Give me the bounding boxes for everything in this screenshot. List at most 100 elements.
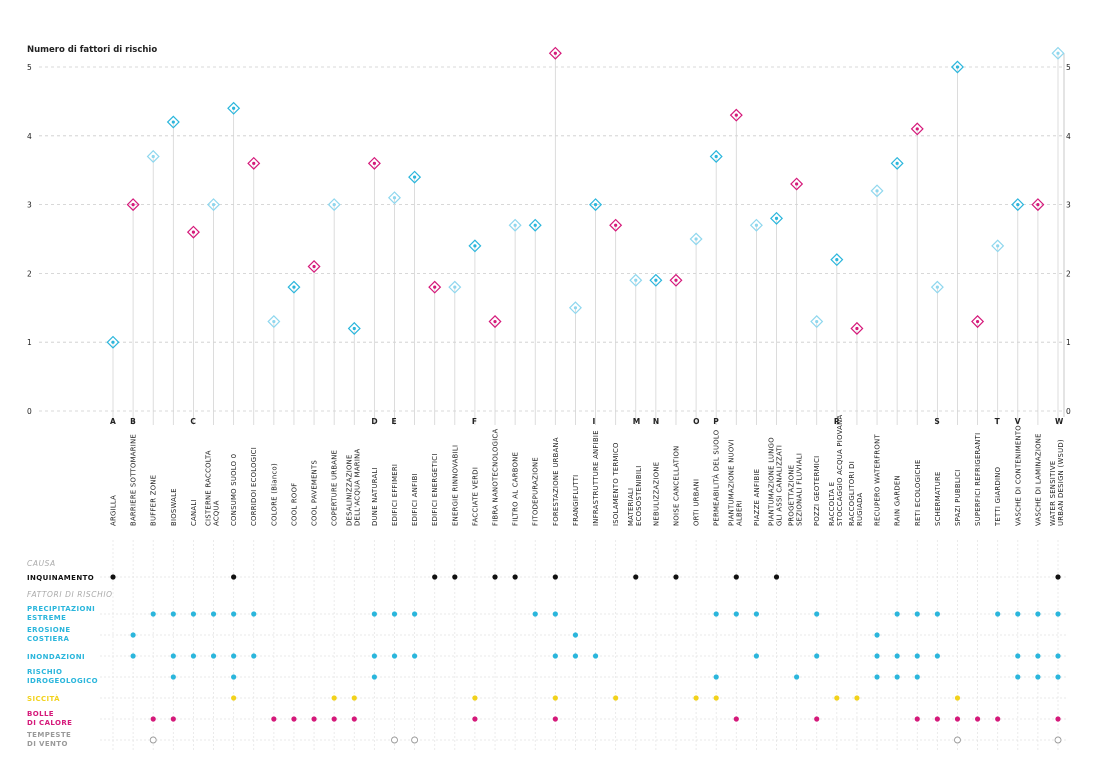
matrix-row-label: EROSIONE [27, 626, 71, 634]
matrix-dot [814, 611, 820, 617]
solution-value-marker [830, 253, 844, 267]
matrix-dot [592, 653, 599, 659]
solution-label: PERMEABILITÀ DEL SUOLO [712, 430, 721, 526]
matrix-dot [231, 674, 237, 680]
y-tick-label-left: 4 [27, 132, 32, 141]
matrix-dot [552, 653, 558, 659]
solution-letter: O [693, 417, 699, 426]
solution-value-point [211, 203, 216, 207]
matrix-dot [1055, 653, 1061, 659]
solution-letter: B [130, 417, 136, 426]
solution-label: DESALINIZZAZIONE [345, 454, 353, 526]
solution-value-marker [468, 239, 482, 253]
solution-label: SUPERFICI REFRIGERANTI [974, 433, 982, 526]
solution-value-marker [1051, 46, 1065, 60]
matrix-dot [210, 653, 217, 659]
matrix-dot [894, 674, 900, 680]
matrix-row-label-line2: IDROGEOLOGICO [27, 677, 98, 685]
matrix-dot [934, 716, 940, 722]
factors-header: FATTORI DI RISCHIO [27, 590, 113, 599]
solution-letter: D [371, 417, 377, 426]
matrix-dot [794, 674, 800, 680]
solution-value-point [1056, 51, 1060, 55]
matrix-dot [914, 611, 920, 617]
matrix-dot [572, 653, 579, 659]
matrix-dot [432, 574, 438, 580]
risk-matrix: CAUSA FATTORI DI RISCHIO INQUINAMENTOPRE… [27, 559, 1068, 748]
matrix-dot [834, 695, 840, 701]
y-tick-label-left: 5 [27, 63, 32, 72]
matrix-dot-open [391, 736, 398, 744]
solution-value-point [493, 319, 497, 324]
matrix-dot [753, 611, 760, 617]
matrix-dot [351, 716, 357, 722]
solution-value-marker [971, 315, 985, 329]
matrix-dot [251, 611, 257, 617]
solution-label-line2: ECOSOSTENIBILI [635, 465, 643, 526]
matrix-dot [391, 653, 398, 659]
solution-label: PIANTUMAZIONE LUNGO [768, 437, 776, 526]
solution-value-point [131, 203, 135, 207]
solution-value-point [151, 154, 155, 159]
matrix-row-label: INQUINAMENTO [27, 574, 94, 582]
solution-label: CORRIDOI ECOLOGICI [250, 447, 258, 526]
matrix-row-label: INONDAZIONI [27, 653, 85, 661]
solution-label: ORTI URBANI [693, 479, 701, 526]
y-tick-label-left: 2 [27, 269, 32, 278]
solution-label: RAIN GARDEN [894, 475, 902, 526]
matrix-dot-open [149, 736, 157, 744]
solution-label: POZZI GEOTERMICI [813, 456, 821, 526]
solution-letter: C [190, 417, 196, 426]
solution-label-line2: GLI ASSI CANALIZZATI [776, 445, 784, 526]
solution-label: TETTI GIARDINO [994, 467, 1002, 527]
solution-label: FILTRO AL CARBONE [512, 452, 520, 526]
solution-label: CONSUMO SUOLO 0 [230, 454, 238, 526]
solution-value-point [654, 278, 658, 282]
solution-label: BARRIERE SOTTOMARINE [130, 434, 138, 526]
solution-value-point [332, 203, 336, 207]
solution-label: FACCIATE VERDI [471, 467, 479, 526]
solution-value-point [553, 51, 557, 55]
matrix-dot [934, 611, 940, 617]
y-tick-label-left: 0 [27, 407, 32, 416]
solution-label-line2: ALBERI [735, 500, 743, 526]
solution-label: PIAZZE ANFIBIE [753, 469, 761, 526]
solution-value-point [533, 223, 537, 227]
solution-label: ENERGIE RINNOVABILI [451, 445, 459, 526]
matrix-dot [331, 695, 337, 701]
matrix-row-label: SICCITÀ [27, 694, 60, 703]
matrix-dot [532, 611, 538, 617]
solution-label: INFRASTRUTTURE ANFIBIE [592, 430, 600, 526]
matrix-dot [874, 674, 880, 680]
solution-value-marker [689, 232, 703, 246]
solution-label-line2: SEZIONALI FLUVIALI [796, 453, 804, 526]
solution-letter: A [110, 417, 116, 426]
solution-value-marker [890, 156, 904, 170]
matrix-dot [613, 695, 619, 701]
solution-value-marker [408, 170, 422, 184]
solution-label: COPERTURE URBANE [331, 450, 339, 526]
solution-value-point [191, 230, 196, 234]
solution-label: ARGILLA [110, 495, 118, 526]
solution-label: PIANTUMAZIONE NUOVI [727, 439, 735, 526]
matrix-dot [130, 653, 136, 659]
matrix-row-label: RISCHIO [27, 668, 62, 676]
matrix-dot [954, 716, 961, 722]
solution-value-point [614, 223, 618, 227]
matrix-dot [1055, 574, 1061, 580]
solution-letter: I [593, 417, 596, 426]
matrix-dot [552, 695, 558, 701]
matrix-row-label-line2: ESTREME [27, 614, 66, 622]
solution-letter: T [995, 417, 1001, 426]
matrix-dot [210, 611, 217, 617]
solution-value-marker [166, 115, 180, 129]
matrix-dot [170, 716, 176, 722]
matrix-dot-open [1054, 736, 1062, 744]
y-tick-label-left: 1 [27, 338, 32, 347]
matrix-dot [110, 574, 116, 580]
solution-label: WATER SENSITIVE [1049, 461, 1057, 526]
matrix-dot [854, 695, 860, 701]
solution-value-point [815, 319, 819, 324]
solution-value-point [232, 106, 236, 110]
solution-value-point [272, 319, 276, 324]
